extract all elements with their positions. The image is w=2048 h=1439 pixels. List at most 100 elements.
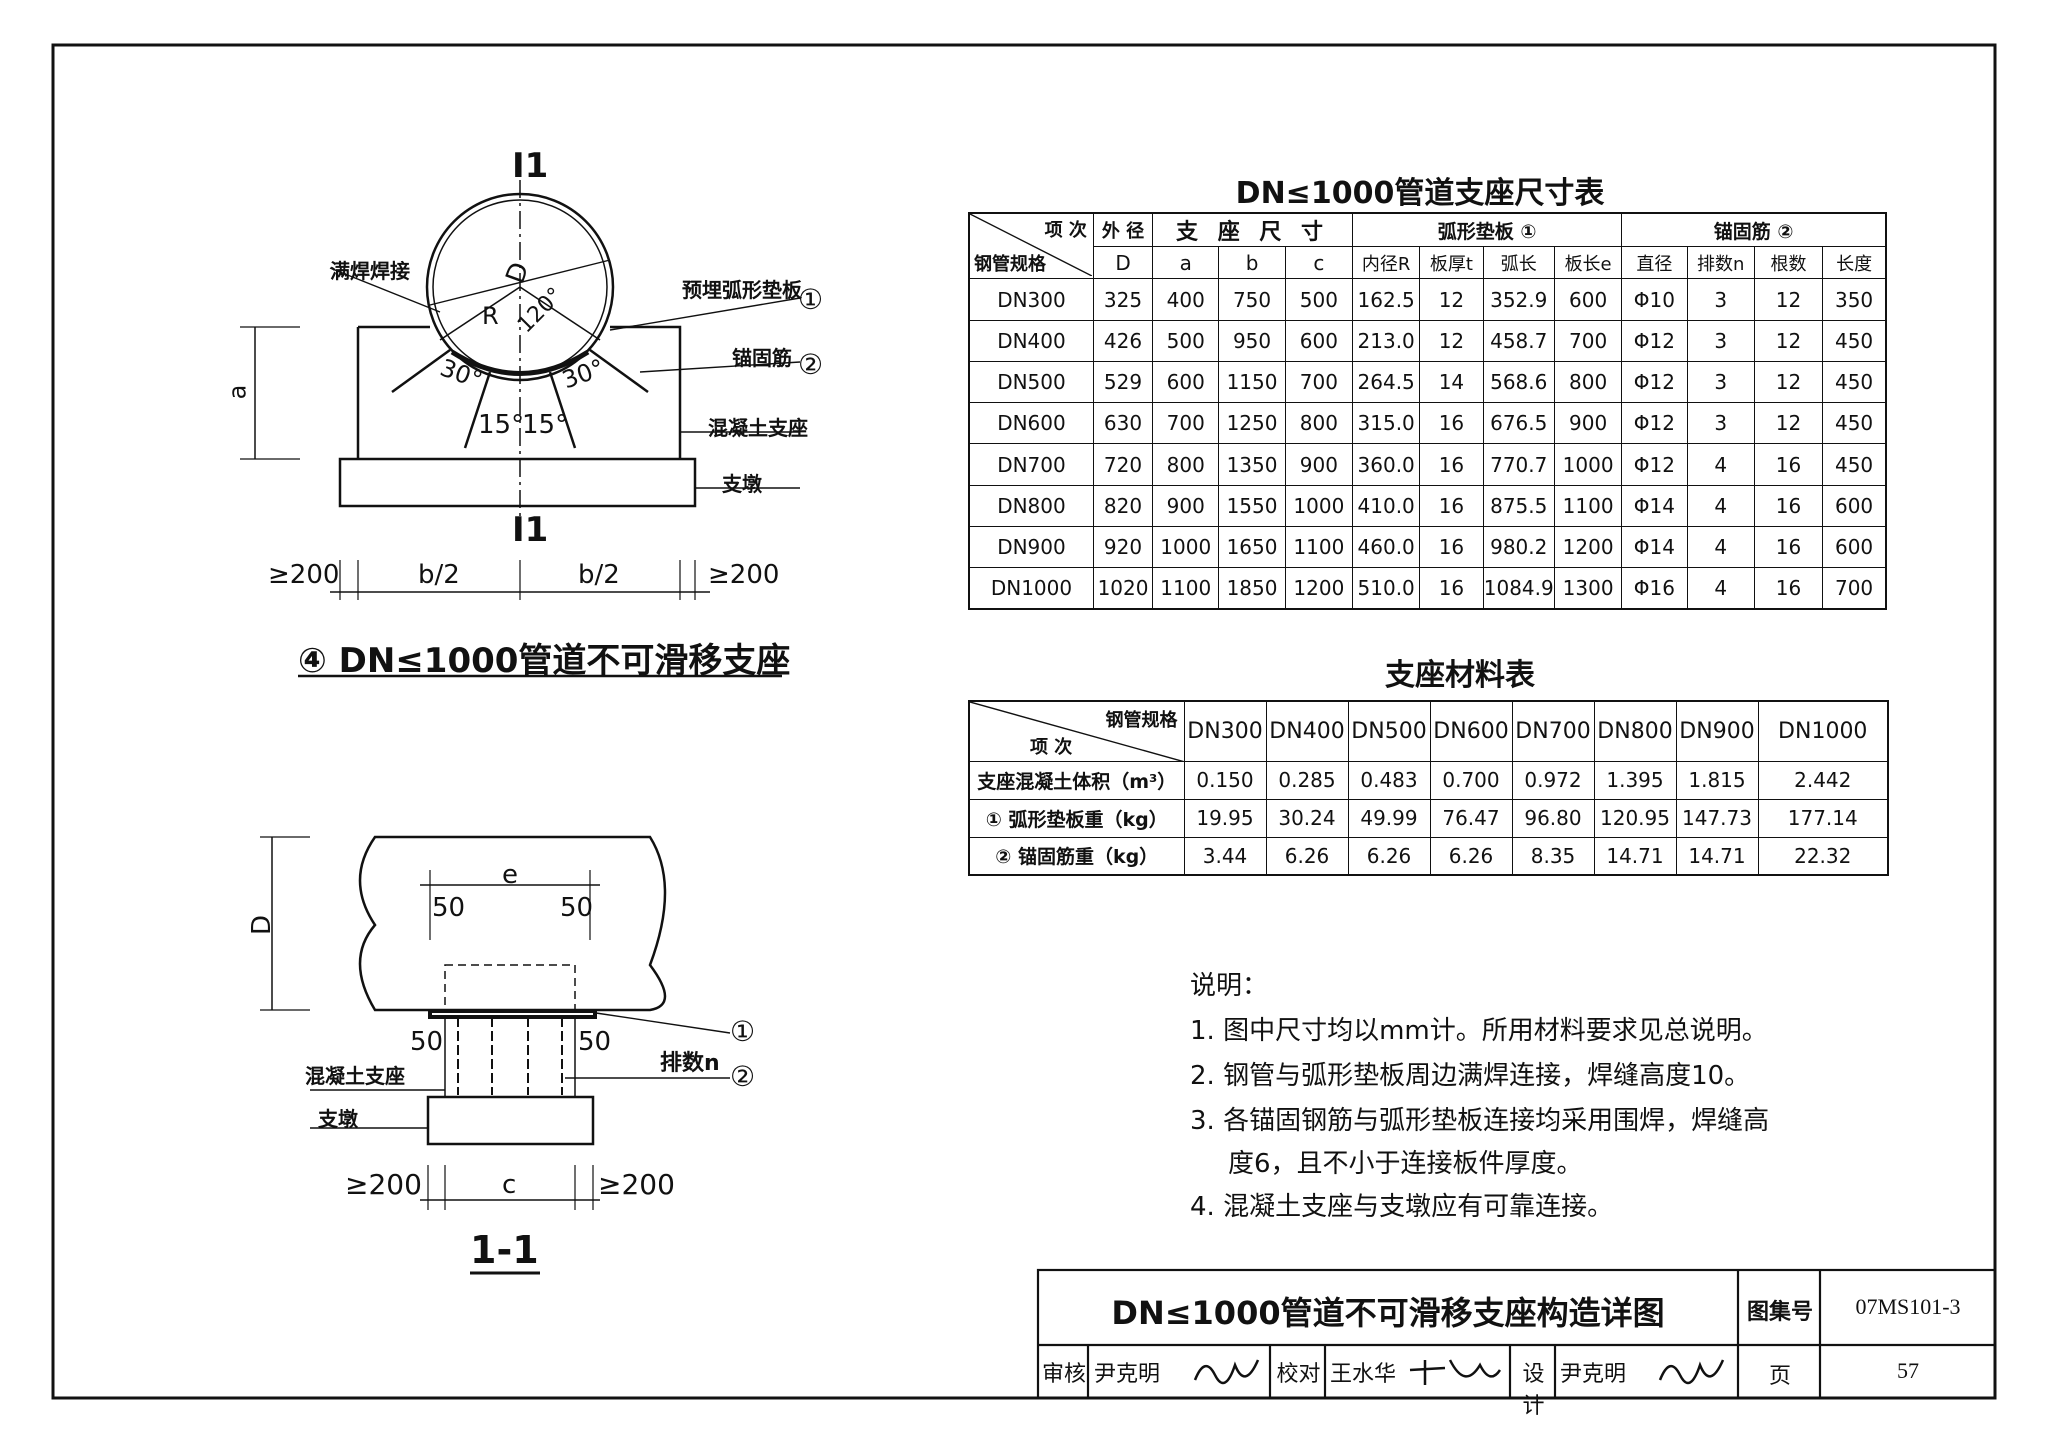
material-corner-bottom: 项 次: [1030, 736, 1073, 758]
material-column-header: DN700: [1511, 700, 1595, 762]
header-dia: 直径: [1621, 246, 1688, 280]
section-mark-bottom: I1: [512, 510, 549, 550]
material-value-cell: 6.26: [1265, 836, 1349, 876]
title-block-grid: [1036, 1268, 1997, 1400]
dimension-value-cell: 1650: [1218, 525, 1286, 569]
radius-line: [439, 286, 521, 341]
leader-pad: [609, 297, 801, 331]
dimension-value-cell: 16: [1753, 525, 1824, 569]
dimension-value-cell: Φ12: [1621, 402, 1688, 445]
note-item: 4. 混凝土支座与支墩应有可靠连接。: [1190, 1192, 1614, 1222]
angle-15-left: 15°: [478, 410, 525, 440]
material-value-cell: 120.95: [1593, 798, 1677, 838]
dimension-value-cell: Φ12: [1621, 360, 1688, 404]
note-item: 3. 各锚固钢筋与弧形垫板连接均采用围焊，焊缝高: [1190, 1106, 1770, 1136]
corner-spec: 钢管规格: [974, 254, 1046, 276]
dimension-value-cell: 900: [1553, 402, 1623, 445]
dimension-value-cell: 800: [1553, 360, 1623, 404]
dim-R-label: R: [482, 302, 499, 330]
material-value-cell: 0.700: [1429, 760, 1513, 800]
material-value-cell: 6.26: [1429, 836, 1513, 876]
pad-plate: [428, 1009, 597, 1019]
dimension-value-cell: 500: [1284, 278, 1354, 321]
dimension-value-cell: 264.5: [1351, 360, 1421, 404]
dimension-value-cell: 16: [1753, 484, 1824, 527]
dim-e-label: e: [502, 860, 518, 890]
note-item: 1. 图中尺寸均以mm计。所用材料要求见总说明。: [1190, 1016, 1768, 1046]
dimension-value-cell: 12: [1753, 319, 1824, 362]
sheet-border: [51, 43, 1997, 1400]
material-value-cell: 30.24: [1265, 798, 1349, 838]
header-R: 内径R: [1351, 246, 1421, 280]
pier-section: [426, 1095, 595, 1146]
dimension-value-cell: 875.5: [1482, 484, 1555, 527]
header-len: 长度: [1822, 246, 1887, 280]
dimension-value-cell: 600: [1822, 525, 1887, 569]
material-value-cell: 0.150: [1183, 760, 1267, 800]
dimension-value-cell: 529: [1092, 360, 1154, 404]
dimension-value-cell: 460.0: [1351, 525, 1421, 569]
header-t: 板厚t: [1419, 246, 1484, 280]
concrete-seat-section: [444, 1016, 576, 1098]
material-corner-cell: 钢管规格 项 次: [968, 700, 1185, 762]
material-corner-top: 钢管规格: [1105, 710, 1178, 731]
dimension-value-cell: 1100: [1553, 484, 1623, 527]
dimension-value-cell: 568.6: [1482, 360, 1555, 404]
dimension-value-cell: 450: [1822, 443, 1887, 486]
dimension-value-cell: 12: [1419, 278, 1484, 321]
material-column-header: DN500: [1347, 700, 1431, 762]
callout-2: ②: [798, 348, 824, 381]
dimension-value-cell: 1000: [1152, 525, 1220, 569]
dimension-value-cell: 900: [1152, 484, 1220, 527]
dimension-value-cell: Φ14: [1621, 525, 1688, 569]
material-column-header: DN300: [1183, 700, 1267, 762]
dimension-value-cell: Φ16: [1621, 567, 1688, 610]
dimension-value-cell: 1084.9: [1482, 567, 1555, 610]
dim-50-top-left: 50: [432, 893, 466, 923]
design-signature: [1658, 1359, 1725, 1385]
material-row-label: ② 锚固筋重（kg）: [968, 836, 1185, 876]
header-c: c: [1284, 246, 1354, 280]
material-value-cell: 96.80: [1511, 798, 1595, 838]
check-label: 校对: [1276, 1362, 1321, 1387]
dimension-value-cell: 920: [1092, 525, 1154, 569]
dim-c-label: c: [502, 1170, 517, 1200]
header-b: b: [1218, 246, 1286, 280]
dimension-value-cell: 162.5: [1351, 278, 1421, 321]
concrete-seat-outline: [356, 325, 682, 459]
material-value-cell: 6.26: [1347, 836, 1431, 876]
dimension-value-cell: Φ12: [1621, 443, 1688, 486]
dimension-value-cell: 16: [1419, 525, 1484, 569]
dimension-value-cell: 1000: [1553, 443, 1623, 486]
label-concrete-seat: 混凝土支座: [708, 416, 808, 440]
material-value-cell: 3.44: [1183, 836, 1267, 876]
header-arc: 弧长: [1482, 246, 1555, 280]
dimension-value-cell: 16: [1753, 567, 1824, 610]
header-seat: 支 座 尺 寸: [1152, 212, 1353, 248]
section-mark-top: I1: [512, 146, 549, 186]
pipe-side-outline: [358, 835, 667, 1012]
header-D: D: [1092, 246, 1154, 280]
label-full-weld: 满焊焊接: [330, 259, 410, 283]
material-value-cell: 76.47: [1429, 798, 1513, 838]
section-view-geometry: [260, 835, 731, 1275]
dimension-value-cell: 600: [1822, 484, 1887, 527]
dimension-value-cell: 426: [1092, 319, 1154, 362]
dimension-value-cell: 12: [1753, 360, 1824, 404]
dimension-value-cell: 750: [1218, 278, 1286, 321]
dim-50-bottom-left: 50: [410, 1027, 444, 1057]
dimension-value-cell: 4: [1686, 525, 1755, 569]
dimension-value-cell: 12: [1753, 278, 1824, 321]
dimension-value-cell: 700: [1284, 360, 1354, 404]
design-name: 尹克明: [1560, 1362, 1627, 1387]
material-corner-diagonal: [970, 702, 1181, 760]
material-column-header: DN600: [1429, 700, 1513, 762]
dimension-value-cell: 360.0: [1351, 443, 1421, 486]
